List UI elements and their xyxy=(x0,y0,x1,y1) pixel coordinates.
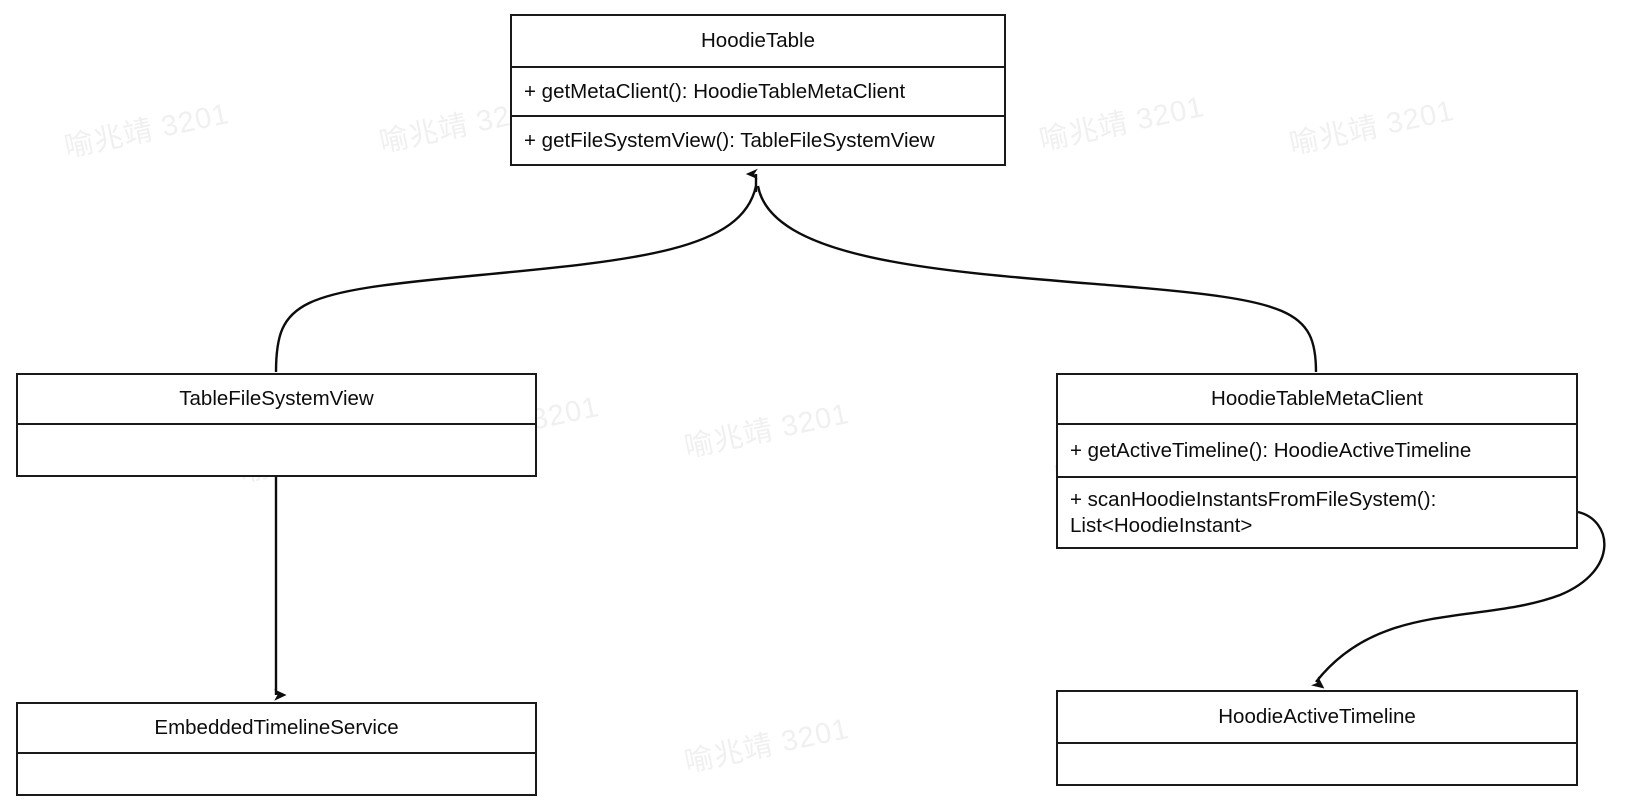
edge-view-to-table xyxy=(274,185,758,373)
class-box-embedded-timeline-service[interactable]: EmbeddedTimelineService xyxy=(16,702,537,796)
class-name-embedded-timeline-service: EmbeddedTimelineService xyxy=(18,704,535,754)
class-method-hoodie-table-1: + getFileSystemView(): TableFileSystemVi… xyxy=(524,128,935,152)
class-name-hoodie-table: HoodieTable xyxy=(512,16,1004,68)
watermark: 喻兆靖 3201 xyxy=(1286,94,1458,162)
class-name-table-file-system-view: TableFileSystemView xyxy=(18,375,535,425)
class-members-embedded-timeline-service xyxy=(18,754,535,794)
watermark: 喻兆靖 3201 xyxy=(681,397,853,465)
class-box-table-file-system-view[interactable]: TableFileSystemView xyxy=(16,373,537,477)
class-method-hoodie-table-meta-client-1: + scanHoodieInstantsFromFileSystem(): Li… xyxy=(1070,488,1437,537)
class-members-table-file-system-view xyxy=(18,425,535,475)
edge-metaclient-to-table xyxy=(756,185,1318,373)
watermark: 喻兆靖 3201 xyxy=(61,97,233,165)
class-members-hoodie-active-timeline xyxy=(1058,744,1576,784)
watermark: 喻兆靖 3201 xyxy=(1036,90,1208,158)
class-box-hoodie-active-timeline[interactable]: HoodieActiveTimeline xyxy=(1056,690,1578,786)
watermark: 喻兆靖 3201 xyxy=(681,712,853,780)
class-box-hoodie-table-meta-client[interactable]: HoodieTableMetaClient + getActiveTimelin… xyxy=(1056,373,1578,549)
class-box-hoodie-table[interactable]: HoodieTable + getMetaClient(): HoodieTab… xyxy=(510,14,1006,166)
class-name-hoodie-table-meta-client: HoodieTableMetaClient xyxy=(1058,375,1576,425)
class-name-hoodie-active-timeline: HoodieActiveTimeline xyxy=(1058,692,1576,744)
class-method-hoodie-table-meta-client-0: + getActiveTimeline(): HoodieActiveTimel… xyxy=(1058,425,1576,478)
class-method-hoodie-table-0: + getMetaClient(): HoodieTableMetaClient xyxy=(512,68,1004,117)
